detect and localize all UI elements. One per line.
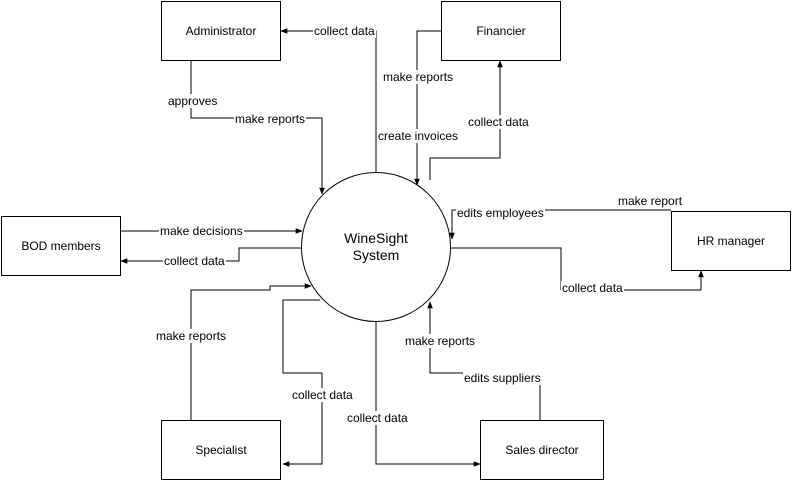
entity-specialist: Specialist: [161, 420, 281, 480]
process-title-line1: WineSight: [344, 230, 408, 246]
flow-hr-edits-employees: [449, 209, 671, 240]
label-spec-make-reports: make reports: [155, 329, 228, 343]
flow-sales-collect-data: [375, 322, 481, 467]
entity-administrator: Administrator: [161, 1, 281, 61]
flow-spec-collect-data: [282, 299, 323, 467]
flow-admin-make-reports: [190, 61, 325, 195]
entity-financier-label: Financier: [476, 24, 526, 38]
label-hr-collect-data: collect data: [561, 281, 624, 295]
flow-sales-make-reports: [427, 301, 541, 420]
entity-bod-members: BOD members: [1, 216, 121, 276]
label-fin-collect-data: collect data: [467, 115, 530, 129]
label-hr-make-report: make report: [617, 194, 684, 208]
label-bod-make-decisions: make decisions: [159, 224, 244, 238]
label-admin-make-reports: make reports: [234, 112, 307, 126]
label-fin-create-invoices: create invoices: [377, 129, 460, 143]
label-hr-edits-employees: edits employees: [456, 206, 545, 220]
label-sales-edits-suppliers: edits suppliers: [463, 371, 542, 385]
entity-sales-director-label: Sales director: [505, 443, 579, 457]
entity-financier: Financier: [441, 1, 561, 61]
label-sales-collect-data: collect data: [346, 411, 409, 425]
flow-fin-collect-data: [429, 60, 503, 180]
label-admin-collect-data: collect data: [313, 24, 376, 38]
entity-administrator-label: Administrator: [185, 24, 257, 38]
label-admin-approves: approves: [167, 94, 219, 108]
entity-bod-members-label: BOD members: [21, 239, 101, 253]
process-title-line2: System: [352, 247, 400, 263]
label-fin-make-reports: make reports: [382, 70, 455, 84]
entity-hr-manager: HR manager: [671, 211, 791, 271]
flow-admin-collect-data: [280, 28, 377, 172]
entity-sales-director: Sales director: [480, 420, 604, 480]
entity-specialist-label: Specialist: [195, 443, 247, 457]
label-bod-collect-data: collect data: [163, 254, 226, 268]
process-winesight-system: WineSight System: [301, 172, 451, 322]
label-spec-collect-data: collect data: [291, 388, 354, 402]
entity-hr-manager-label: HR manager: [696, 234, 766, 248]
label-sales-make-reports: make reports: [404, 334, 477, 348]
flow-fin-make-reports: [414, 30, 441, 186]
